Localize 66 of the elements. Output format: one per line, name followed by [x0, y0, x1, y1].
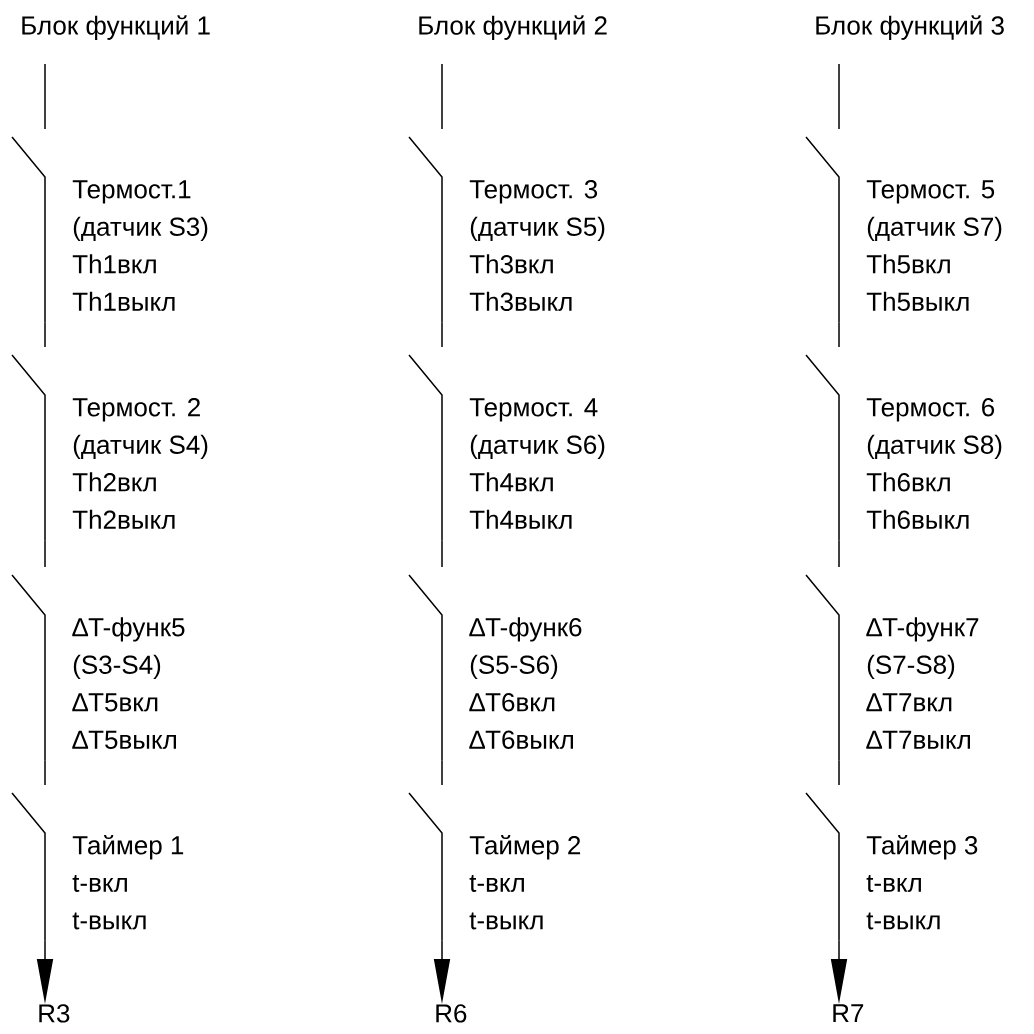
node-label: Термост. 5 — [866, 180, 995, 204]
node-label: ∆T6вкл — [469, 693, 555, 712]
node-label: Термост.1 — [72, 180, 191, 204]
wire — [44, 759, 46, 786]
wire — [44, 63, 46, 130]
node-label: ∆T7выкл — [866, 730, 970, 749]
wire — [838, 321, 840, 348]
node-label: (датчик S4) — [73, 434, 208, 460]
node-label: Th3выкл — [469, 291, 572, 311]
node-label: ∆T7вкл — [866, 693, 952, 712]
wire — [838, 63, 840, 130]
node-label: (S5-S6) — [470, 654, 558, 680]
wire — [441, 63, 443, 130]
output-label: R3 — [39, 1004, 70, 1023]
contact-label: Таймер 3 t-вкл t-выкл — [866, 834, 978, 930]
contact-label: ∆T-функ6 (S5-S6) ∆T6вкл ∆T6выкл — [469, 617, 582, 749]
node-label: Th6вкл — [866, 472, 950, 492]
contact-label: Таймер 1 t-вкл t-выкл — [72, 834, 184, 930]
node-label: Th1вкл — [72, 254, 156, 274]
node-label: Th6выкл — [866, 509, 969, 529]
contact-label: Таймер 2 t-вкл t-выкл — [469, 834, 581, 930]
output-label: R7 — [833, 1004, 864, 1023]
contact-label: Термост. 3 (датчик S5) Th3вкл Th3выкл — [469, 180, 605, 311]
node-label: (датчик S6) — [470, 434, 605, 460]
node-label: (датчик S3) — [73, 216, 208, 242]
contact-label: Термост. 2 (датчик S4) Th2вкл Th2выкл — [72, 398, 208, 529]
block-heading: Блок функций 2 — [419, 15, 607, 40]
contact-label: Термост. 5 (датчик S7) Th5вкл Th5выкл — [866, 180, 1002, 311]
wire — [44, 539, 46, 568]
node-label: Th5вкл — [866, 254, 950, 274]
wire — [838, 539, 840, 568]
node-label: Th2вкл — [72, 472, 156, 492]
node-label: (датчик S8) — [867, 434, 1002, 460]
node-label: ∆T-функ7 — [866, 617, 979, 642]
node-label: Th5выкл — [866, 291, 969, 311]
node-label: Th2выкл — [72, 509, 175, 529]
node-label: Th1выкл — [72, 291, 175, 311]
wire — [441, 321, 443, 348]
wire — [441, 539, 443, 568]
wire — [441, 759, 443, 786]
node-label: Термост. 4 — [469, 398, 598, 422]
node-label: ∆T6выкл — [469, 730, 573, 749]
node-label: (S3-S4) — [73, 654, 161, 680]
wire — [838, 759, 840, 786]
block-heading: Блок функций 3 — [816, 15, 1004, 40]
contact-label: Термост. 6 (датчик S8) Th6вкл Th6выкл — [866, 398, 1002, 529]
contact-label: Термост. 4 (датчик S6) Th4вкл Th4выкл — [469, 398, 605, 529]
wire — [44, 321, 46, 348]
node-label: Термост. 3 — [469, 180, 598, 204]
output-label: R6 — [436, 1004, 467, 1023]
node-label: Термост. 6 — [866, 398, 995, 422]
node-label: ∆T5выкл — [72, 730, 176, 749]
node-label: (S7-S8) — [867, 654, 955, 680]
node-label: ∆T-функ6 — [469, 617, 582, 642]
node-label: ∆T-функ5 — [72, 617, 185, 642]
node-label: ∆T5вкл — [72, 693, 158, 712]
node-label: Th4выкл — [469, 509, 572, 529]
contact-label: ∆T-функ5 (S3-S4) ∆T5вкл ∆T5выкл — [72, 617, 185, 749]
node-label: Th4вкл — [469, 472, 553, 492]
node-label: (датчик S7) — [867, 216, 1002, 242]
block-heading: Блок функций 1 — [22, 15, 210, 40]
node-label: (датчик S5) — [470, 216, 605, 242]
contact-label: ∆T-функ7 (S7-S8) ∆T7вкл ∆T7выкл — [866, 617, 979, 749]
node-label: Th3вкл — [469, 254, 553, 274]
node-label: Термост. 2 — [72, 398, 200, 422]
contact-label: Термост.1 (датчик S3) Th1вкл Th1выкл — [72, 180, 208, 311]
